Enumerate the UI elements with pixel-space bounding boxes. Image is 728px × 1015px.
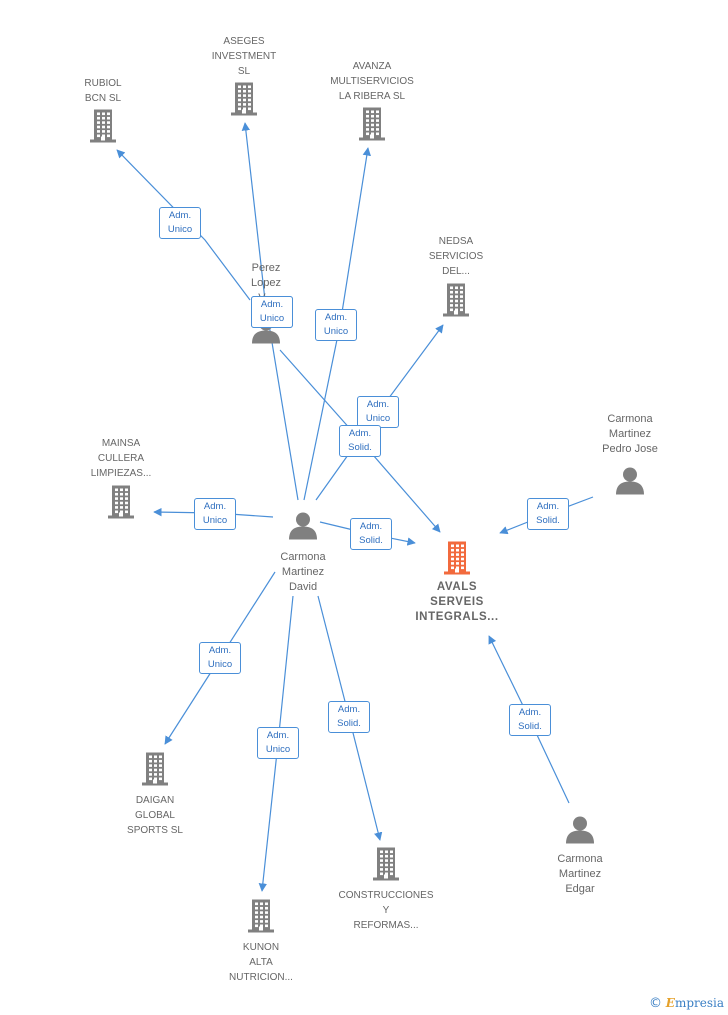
node-label-edgar[interactable]: Carmona Martinez Edgar [557,853,603,895]
building-icon[interactable] [228,81,260,122]
node-label-pedro[interactable]: Carmona Martinez Pedro Jose [602,413,658,455]
edge-label-e4[interactable]: Adm. Unico [357,396,399,428]
node-label-david[interactable]: Carmona Martinez David [280,551,326,593]
edge-label-e8[interactable]: Adm. Solid. [527,498,569,530]
edge-label-e11[interactable]: Adm. Solid. [328,701,370,733]
brand-name: mpresia [674,996,724,1010]
node-label-rubiol[interactable]: RUBIOL BCN SL [84,78,122,104]
building-icon[interactable] [441,540,473,581]
edge-label-e7[interactable]: Adm. Solid. [350,518,392,550]
edge-label-e5[interactable]: Adm. Solid. [339,425,381,457]
node-label-nedsa[interactable]: NEDSA SERVICIOS DEL... [428,236,484,277]
node-label-aseges[interactable]: ASEGES INVESTMENT SL [211,36,277,77]
edge-label-e1[interactable]: Adm. Unico [159,207,201,239]
brand-watermark: © Empresia [649,996,724,1011]
building-icon[interactable] [370,846,402,887]
edge-label-e12[interactable]: Adm. Solid. [509,704,551,736]
person-icon[interactable] [288,511,318,546]
edge-label-e10[interactable]: Adm. Unico [257,727,299,759]
node-label-kunon[interactable]: KUNON ALTA NUTRICION... [229,942,293,983]
node-label-construcciones[interactable]: CONSTRUCCIONES Y REFORMAS... [338,890,434,931]
node-label-daigan[interactable]: DAIGAN GLOBAL SPORTS SL [127,795,183,836]
edge-label-e9[interactable]: Adm. Unico [199,642,241,674]
building-icon[interactable] [440,282,472,323]
person-icon[interactable] [565,815,595,850]
person-icon[interactable] [615,466,645,501]
building-icon[interactable] [87,108,119,149]
edge-label-e6[interactable]: Adm. Unico [194,498,236,530]
building-icon[interactable] [139,751,171,792]
building-icon[interactable] [356,106,388,147]
brand-logo-initial: E [665,996,675,1010]
building-icon[interactable] [105,484,137,525]
node-label-avals[interactable]: AVALS SERVEIS INTEGRALS... [415,581,499,623]
edge-perez-to-rubiol [116,149,251,301]
edge-label-e3[interactable]: Adm. Unico [315,309,357,341]
building-icon[interactable] [245,898,277,939]
copyright-symbol: © [648,996,662,1011]
node-label-avanza[interactable]: AVANZA MULTISERVICIOS LA RIBERA SL [330,61,414,102]
node-label-mainsa[interactable]: MAINSA CULLERA LIMPIEZAS... [90,438,152,479]
edge-label-e13[interactable]: Adm. Unico [251,296,293,328]
